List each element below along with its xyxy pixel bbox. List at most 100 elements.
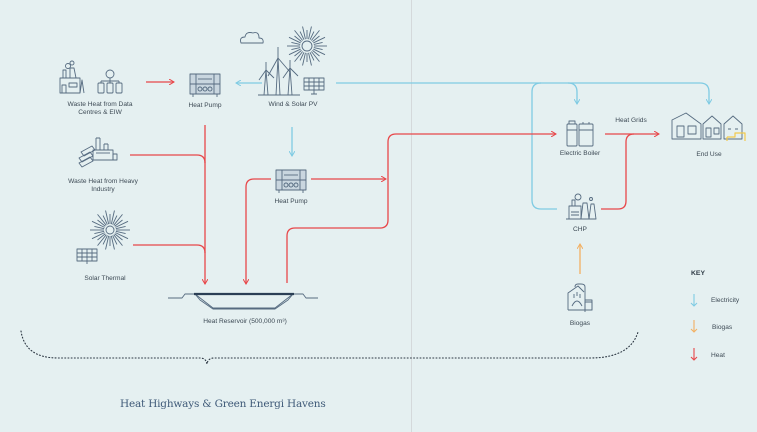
- node-label-heat-pump-2: Heat Pump: [274, 198, 308, 205]
- key-label-electricity: Electricity: [711, 297, 740, 304]
- chp-plant-icon: [566, 193, 597, 220]
- node-label-biogas: Biogas: [569, 320, 591, 327]
- key-heat-arrow: [690, 348, 698, 361]
- sun-core: [105, 225, 115, 235]
- sun-ray: [308, 26, 312, 40]
- sun-ray: [312, 35, 320, 42]
- sun-ray: [113, 214, 123, 226]
- key-label-biogas: Biogas: [712, 324, 733, 331]
- flow-solarthermal-to-reservoir: [133, 244, 206, 254]
- node-label-electric-boiler: Electric Boiler: [559, 150, 601, 157]
- sun-ray: [102, 235, 108, 245]
- key-label-heat: Heat: [711, 352, 725, 359]
- sun-ray: [309, 31, 315, 40]
- sun-ray: [294, 50, 302, 57]
- sun-ray: [291, 47, 301, 50]
- node-label-heat-pump-1: Heat Pump: [188, 102, 222, 109]
- boiler-icon: [566, 120, 594, 147]
- sun-ray: [294, 30, 303, 41]
- label-line: Industry: [91, 186, 115, 193]
- sun-ray: [311, 51, 320, 62]
- biogas-plant-icon: [567, 283, 593, 312]
- heat-pump-icon: [275, 169, 307, 193]
- flow-reservoir-to-boiler: [286, 134, 556, 283]
- node-label-waste-heat-industry: Waste Heat from Heavy Industry: [55, 178, 151, 194]
- sun-ray: [115, 220, 129, 228]
- page-fold-line: [411, 0, 412, 432]
- sun-ray: [102, 215, 108, 225]
- sun-ray: [311, 30, 320, 41]
- sun-ray: [312, 50, 320, 57]
- factory-datacenter-icon: [59, 60, 123, 94]
- node-label-solar-thermal: Solar Thermal: [84, 275, 126, 282]
- sun-ray: [112, 215, 118, 225]
- solar-panel-icon: [76, 248, 98, 264]
- sun-ray: [112, 235, 118, 245]
- flow-chp-to-enduse: [601, 133, 635, 210]
- sun-ray: [299, 52, 305, 61]
- flow-wind-to-electric-boiler: [567, 82, 577, 104]
- solar-panel-icon: [303, 77, 325, 95]
- sun-ray: [313, 36, 326, 44]
- sun-ray: [97, 214, 107, 226]
- sun-ray: [110, 210, 115, 225]
- sun-ray: [91, 220, 105, 228]
- sun-ray: [97, 234, 107, 246]
- node-label-wind-solar: Wind & Solar PV: [268, 101, 318, 108]
- node-label-heat-grids: Heat Grids: [615, 117, 647, 124]
- sun-ray: [94, 230, 105, 234]
- sun-ray: [115, 232, 129, 240]
- node-label-end-use: End Use: [696, 151, 722, 158]
- wind-turbine-icon: [258, 47, 300, 96]
- sun-ray: [113, 234, 123, 246]
- sun-ray: [309, 52, 315, 61]
- sun-ray: [294, 35, 302, 42]
- sun-ray: [313, 48, 326, 56]
- heavy-industry-icon: [78, 137, 118, 168]
- flow-industry-to-reservoir: [130, 154, 206, 164]
- flow-wind-to-chp: [531, 82, 557, 210]
- sun-ray: [291, 42, 301, 45]
- sun-icon: [287, 26, 327, 66]
- node-label-chp: CHP: [573, 226, 587, 233]
- sun-ray: [105, 210, 110, 225]
- label-line: Waste Heat from Heavy: [68, 178, 138, 185]
- sun-ray: [302, 26, 306, 40]
- sun-ray: [299, 31, 305, 40]
- heat-pump-icon: [189, 73, 221, 97]
- sun-ray: [115, 226, 126, 230]
- sun-ray: [110, 235, 115, 250]
- section-bracket: [20, 330, 639, 365]
- reservoir-icon: [168, 292, 318, 310]
- label-line: Centres & EIW: [78, 109, 122, 116]
- sun-ray: [114, 219, 123, 227]
- page-title: Heat Highways & Green Energi Havens: [120, 398, 326, 410]
- sun-ray: [114, 233, 123, 241]
- sun-ray: [313, 42, 323, 45]
- sun-icon: [90, 210, 130, 250]
- sun-ray: [288, 48, 301, 56]
- houses-icon: [671, 112, 746, 141]
- sun-ray: [302, 52, 306, 66]
- sun-ray: [97, 219, 106, 227]
- sun-ray: [115, 230, 126, 234]
- key-title: KEY: [691, 270, 705, 277]
- sun-ray: [91, 232, 105, 240]
- sun-core: [301, 40, 313, 52]
- sun-ray: [105, 235, 110, 250]
- sun-ray: [313, 47, 323, 50]
- flow-wind-main-electric-line: [336, 82, 709, 104]
- key-biogas-arrow: [690, 320, 698, 333]
- key-arrows: [690, 294, 698, 361]
- sun-ray: [288, 36, 301, 44]
- sun-ray: [97, 233, 106, 241]
- node-label-waste-heat-data: Waste Heat from Data Centres & EIW: [52, 101, 148, 117]
- sun-ray: [294, 51, 303, 62]
- sun-ray: [308, 52, 312, 66]
- key-electricity-arrow: [690, 294, 698, 307]
- sun-ray: [94, 226, 105, 230]
- cloud-icon: [240, 32, 264, 44]
- label-line: Waste Heat from Data: [67, 101, 133, 108]
- node-label-heat-reservoir: Heat Reservoir (500,000 m³): [203, 318, 287, 325]
